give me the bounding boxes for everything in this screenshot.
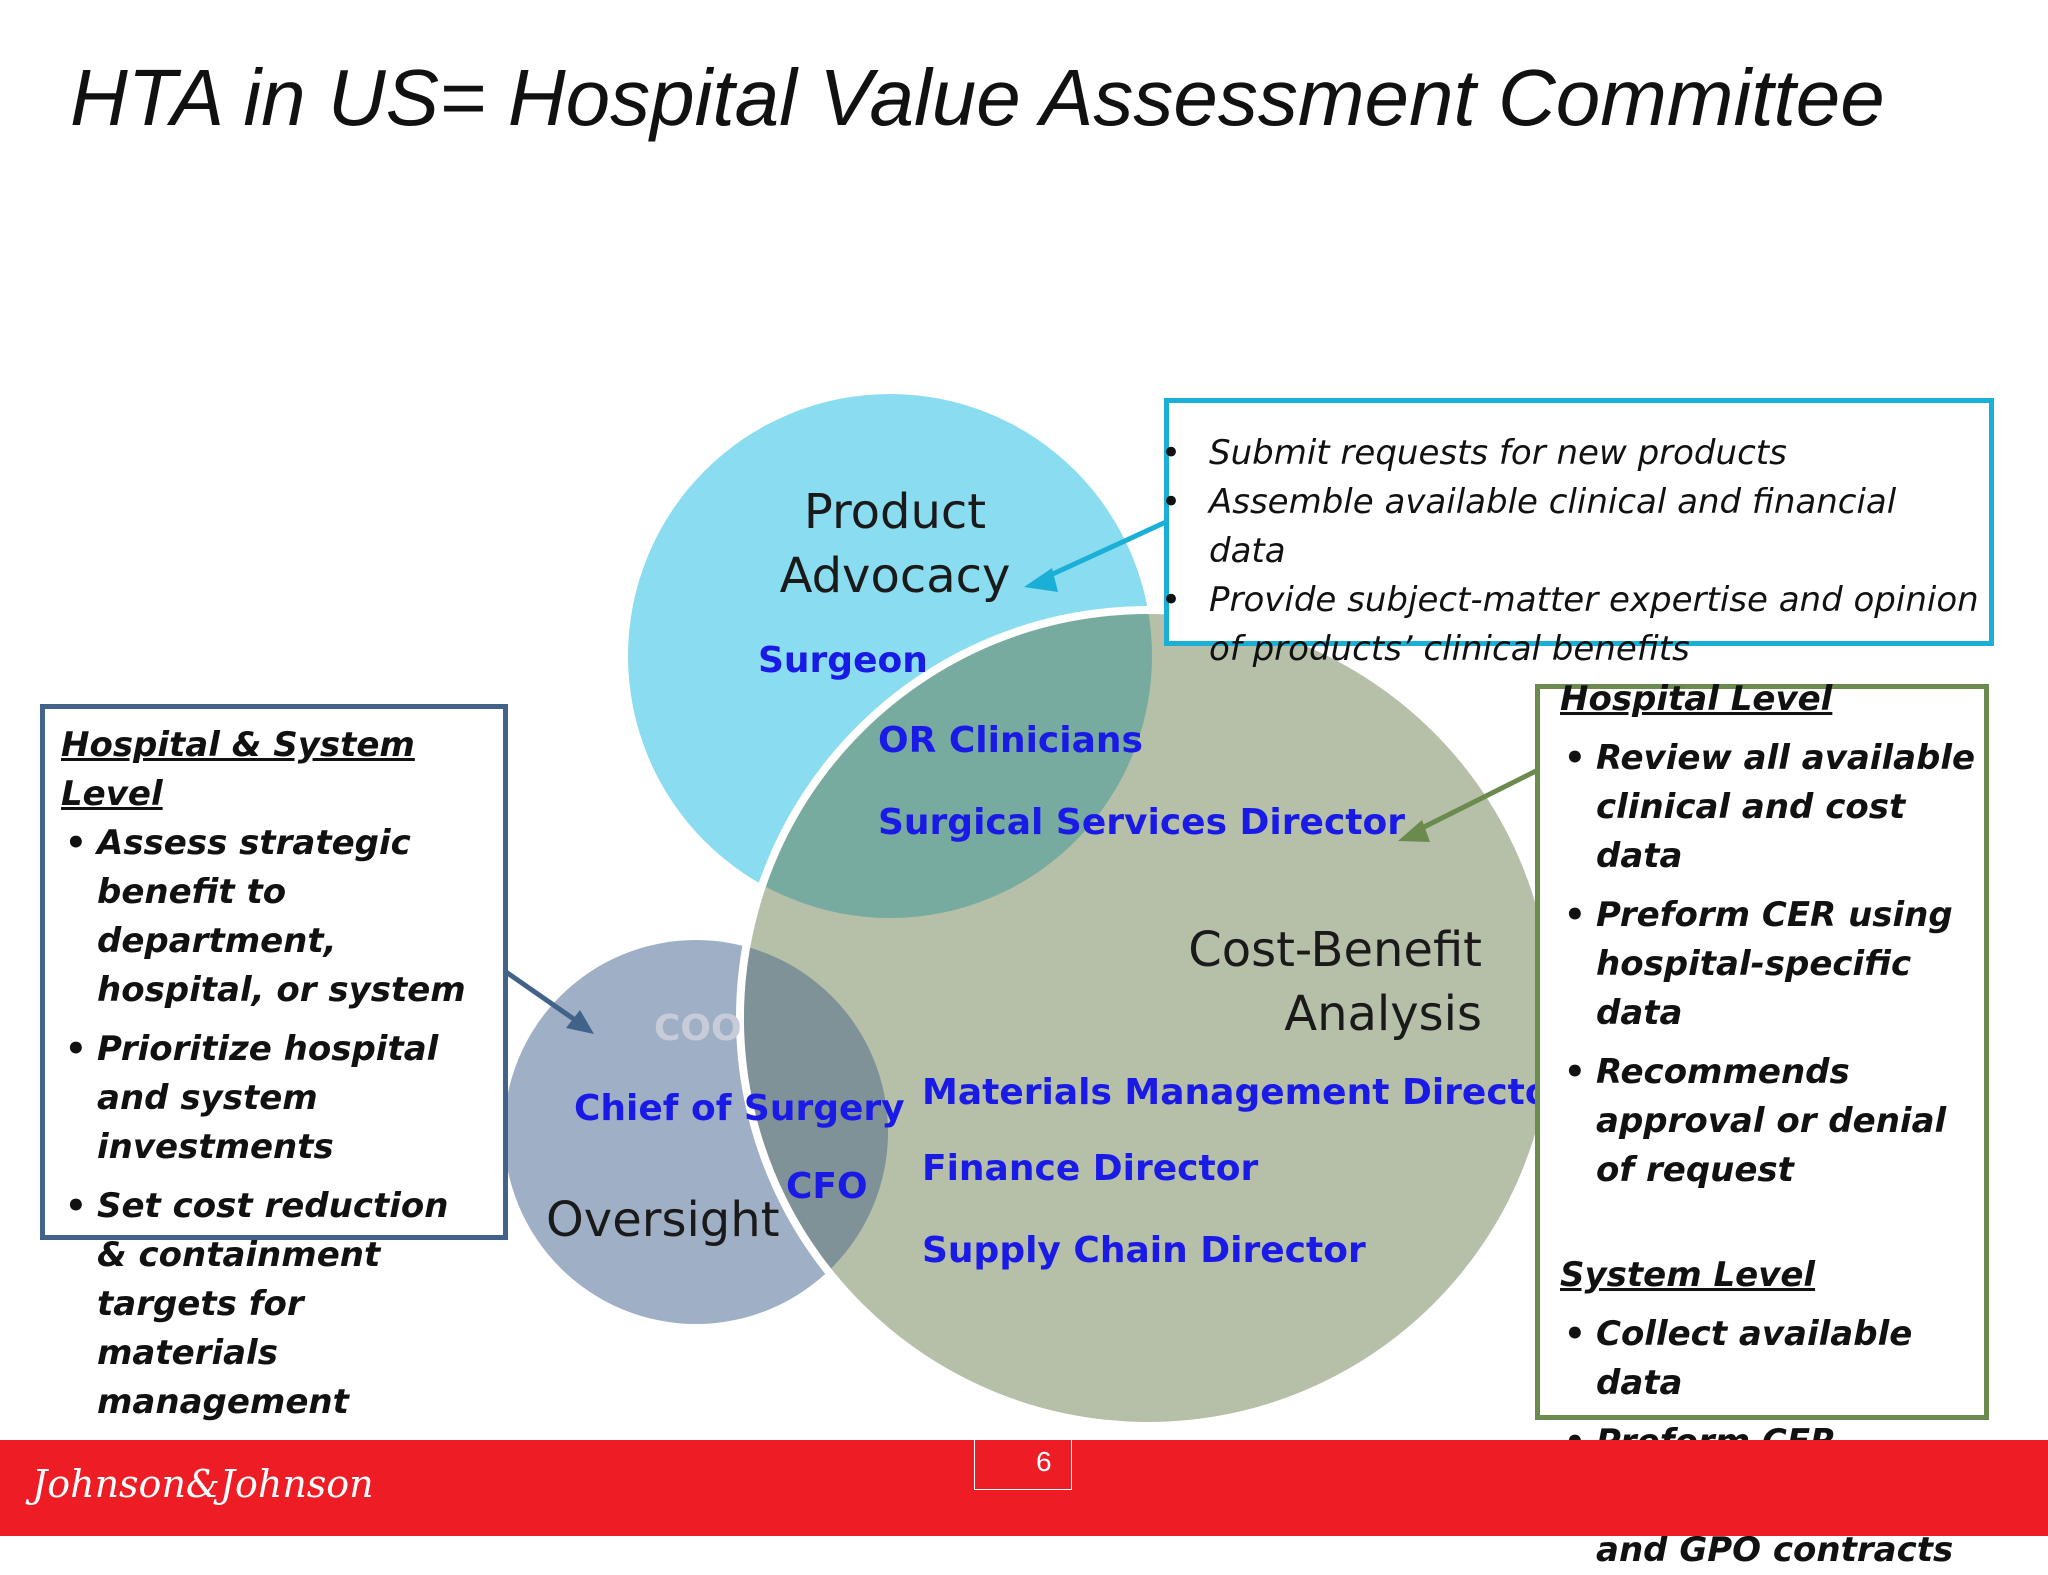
list-item: Preform CER using hospital-specific data: [1560, 891, 1976, 1038]
role-or-clinicians: OR Clinicians: [878, 720, 1143, 761]
role-surgeon: Surgeon: [758, 640, 928, 681]
hospital-system-level-list: Assess strategic benefit to department, …: [61, 819, 487, 1427]
venn-diagram: [504, 394, 1552, 1422]
role-finance-director: Finance Director: [922, 1148, 1259, 1189]
cost-benefit-line1: Cost-Benefit: [1188, 922, 1482, 978]
role-cfo: CFO: [786, 1166, 868, 1207]
hospital-system-level-heading: Hospital & System Level: [61, 725, 415, 814]
advocacy-cost-overlap: [744, 614, 1152, 918]
list-item: Review all available clinical and cost d…: [1560, 734, 1976, 881]
list-item: Set cost reduction & containment targets…: [61, 1182, 487, 1427]
footer-bar: Johnson&Johnson 6: [0, 1434, 2048, 1536]
oversight-label: Oversight: [546, 1192, 780, 1248]
product-advocacy-tasks-box: Submit requests for new products Assembl…: [1161, 398, 1994, 669]
role-materials-management-director: Materials Management Director: [922, 1072, 1568, 1113]
role-chief-of-surgery: Chief of Surgery: [574, 1088, 905, 1129]
hospital-level-heading: Hospital Level: [1560, 679, 1833, 719]
list-item: Assemble available clinical and financia…: [1161, 478, 1983, 576]
list-item: Prioritize hospital and system investmen…: [61, 1025, 487, 1172]
arrow-top-box: [1042, 519, 1168, 581]
product-advocacy-line2: Advocacy: [779, 548, 1011, 604]
arrowhead-top-box: [1024, 568, 1058, 592]
role-surgical-services-director: Surgical Services Director: [878, 802, 1405, 843]
list-item: Assess strategic benefit to department, …: [61, 819, 487, 1015]
arrowhead-left-box: [566, 1010, 594, 1034]
role-supply-chain-director: Supply Chain Director: [922, 1230, 1366, 1271]
list-item: Submit requests for new products: [1161, 429, 1983, 478]
cost-benefit-line2: Analysis: [1284, 986, 1482, 1042]
page-number-frame: [974, 1434, 1072, 1490]
company-logo: Johnson&Johnson: [32, 1462, 374, 1506]
page-number: 6: [1036, 1446, 1052, 1477]
list-item: Collect available data: [1560, 1310, 1976, 1408]
cost-benefit-label: Cost-Benefit Analysis: [1120, 918, 1482, 1046]
arrow-left-box: [504, 969, 580, 1025]
list-item: Recommends approval or denial of request: [1560, 1048, 1976, 1195]
slide-title: HTA in US= Hospital Value Assessment Com…: [70, 53, 1885, 142]
hospital-system-level-box: Hospital & System Level Assess strategic…: [40, 704, 508, 1422]
arrow-right-box: [1416, 767, 1540, 833]
system-level-heading: System Level: [1560, 1255, 1816, 1295]
product-advocacy-line1: Product: [803, 484, 987, 540]
cost-benefit-tasks-box: Hospital Level Review all available clin…: [1535, 679, 1989, 1570]
product-advocacy-label: Product Advocacy: [760, 480, 1030, 608]
hospital-level-list: Review all available clinical and cost d…: [1560, 734, 1976, 1195]
product-advocacy-tasks-list: Submit requests for new products Assembl…: [1161, 429, 1983, 674]
list-item: Provide subject-matter expertise and opi…: [1161, 576, 1983, 674]
role-coo: COO: [654, 1008, 742, 1049]
arrowhead-right-box: [1398, 820, 1430, 842]
